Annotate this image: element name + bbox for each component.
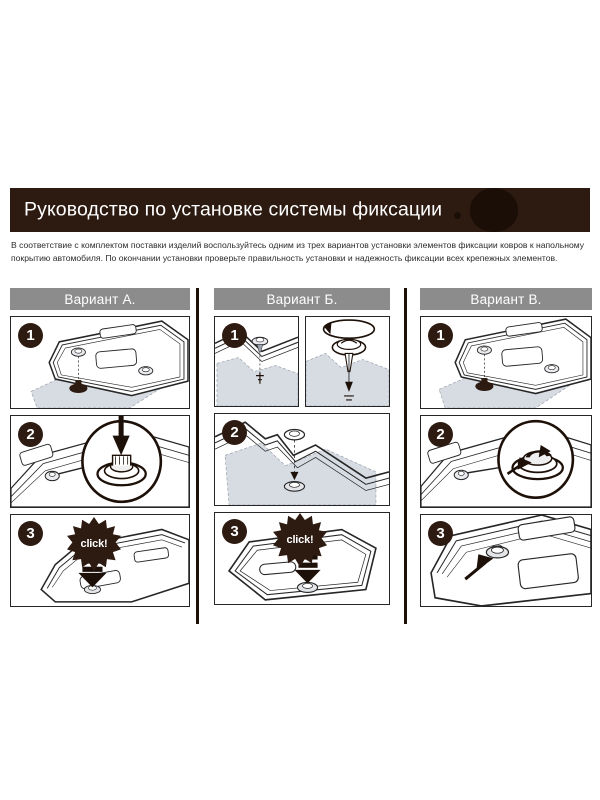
pin-align-above-base-art: [215, 414, 389, 505]
click-starburst-badge: click!: [273, 513, 327, 567]
variants-container: Вариант А.: [0, 288, 600, 628]
column-divider-2: [404, 288, 407, 624]
variant-c-step-3-number: 3: [428, 521, 453, 546]
variant-c-step-3-panel: 3: [420, 514, 592, 607]
click-label: click!: [80, 538, 108, 550]
variant-b-step-2-number: 2: [222, 420, 247, 445]
variant-a-header: Вариант А.: [10, 288, 190, 310]
variant-c-step-1-panel: 1: [420, 316, 592, 409]
variant-b-step-3-panel: click! 3: [214, 512, 390, 605]
variant-column-a: Вариант А.: [10, 288, 190, 607]
click-press-arrow-art: [215, 513, 389, 604]
column-divider-1: [196, 288, 199, 624]
fastener-silhouette-icon: [454, 188, 522, 232]
variant-c-step-2-number: 2: [428, 422, 453, 447]
magnifier-press-down-art: [11, 416, 189, 507]
variant-c-step-1-number: 1: [428, 323, 453, 348]
click-label: click!: [286, 534, 314, 546]
variant-a-step-2-panel: 2: [10, 415, 190, 508]
intro-paragraph: В соответствие с комплектом поставки изд…: [11, 240, 585, 264]
installed-fastener-arrow-art: [421, 515, 591, 606]
mat-with-fastener-below-art: [421, 317, 591, 408]
variant-a-step-3-number: 3: [18, 521, 43, 546]
variant-a-step-3-panel: click! 3: [10, 514, 190, 607]
variant-column-b: Вариант Б.: [214, 288, 390, 605]
variant-a-step-1-number: 1: [18, 323, 43, 348]
mat-with-fastener-below-art: [11, 317, 189, 408]
variant-b-step-1b-subpanel: [305, 316, 390, 407]
variant-c-header: Вариант В.: [420, 288, 592, 310]
click-starburst-badge: click!: [67, 517, 121, 571]
title-banner: Руководство по установке системы фиксаци…: [10, 188, 590, 232]
mat-edge-with-screw-art: [215, 317, 298, 406]
page-title: Руководство по установке системы фиксаци…: [24, 198, 443, 221]
variant-b-step-1a-subpanel: 1: [214, 316, 299, 407]
variant-a-step-1-panel: 1: [10, 316, 190, 409]
variant-a-step-2-number: 2: [18, 422, 43, 447]
variant-column-c: Вариант В.: [420, 288, 592, 607]
screw-rotate-arrow-art: [306, 317, 389, 406]
magnifier-twist-rotate-art: [421, 416, 591, 507]
variant-c-step-2-panel: 2: [420, 415, 592, 508]
variant-b-step-2-panel: 2: [214, 413, 390, 506]
variant-b-header: Вариант Б.: [214, 288, 390, 310]
variant-b-step-3-number: 3: [222, 519, 247, 544]
variant-b-step-1-number: 1: [222, 323, 247, 348]
variant-b-step-1-panel: 1: [214, 316, 390, 407]
